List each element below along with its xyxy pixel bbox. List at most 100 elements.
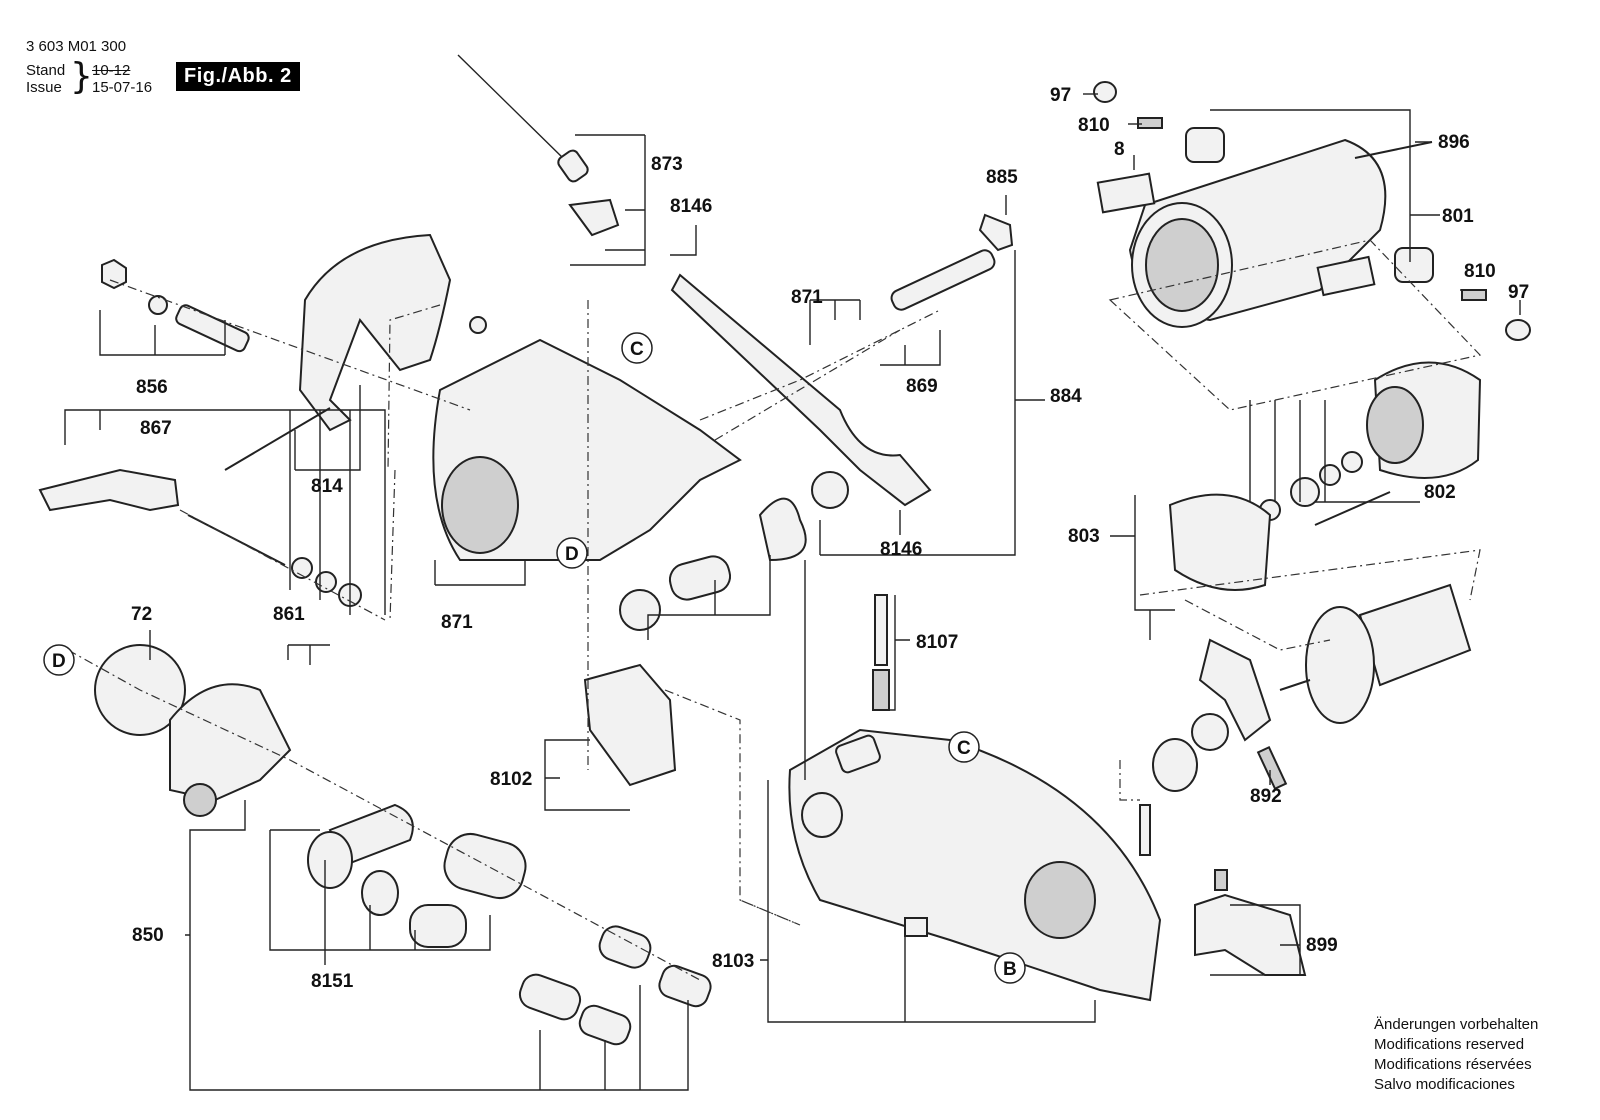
stator-group [1168,361,1482,591]
callout-d-right-text: D [565,544,579,565]
tube-b [518,973,582,1021]
label-850: 850 [132,925,164,946]
pin-856 [175,304,250,353]
label-8107: 8107 [916,632,958,653]
armature-gear [1305,606,1375,724]
washer-8151 [361,870,399,916]
spring-8107 [872,669,890,711]
figure-label: Fig./Abb. 2 [176,62,300,91]
spring-washer-a [619,589,661,631]
washer-c [1341,451,1363,473]
lock-lever [38,468,180,512]
guard-hub [1024,861,1096,939]
armature-shaft [1279,679,1311,691]
callout-c-bottom-text: C [957,738,971,759]
carbon-brush-upper [1137,117,1163,129]
label-869: 869 [906,376,938,397]
callout-c-bottom [948,731,980,763]
callouts: C D D C B [43,332,1026,984]
document-number: 3 603 M01 300 [26,38,127,55]
part-labels: 97 810 8 896 801 810 97 802 803 892 899 … [131,85,1529,992]
label-871-top: 871 [791,287,823,308]
fan-guide [1168,493,1272,591]
note-de: Änderungen vorbehalten [1374,1016,1539,1033]
label-896: 896 [1438,132,1470,153]
bracket-850 [169,683,292,802]
housing-screw [1354,141,1433,159]
arm-bore [441,456,519,554]
label-899: 899 [1306,935,1338,956]
carry-handle [298,233,452,432]
note-fr: Modifications réservées [1374,1056,1532,1073]
label-8102: 8102 [490,769,532,790]
bushing-8151 [409,904,467,948]
issue-value: 15-07-16 [92,79,153,96]
brace-icon: } [70,56,93,97]
label-8146-bottom: 8146 [880,539,922,560]
spindle-lock [1198,638,1272,742]
washer-867a [291,557,313,579]
bevel-block-8102 [583,663,677,787]
label-801: 801 [1442,206,1474,227]
center-lines [67,239,1482,981]
housing-inner [1145,218,1219,312]
label-861: 861 [273,604,305,625]
trigger-spring [1214,869,1228,891]
ring-8151 [307,831,353,889]
label-97-right: 97 [1508,282,1529,303]
washer-867b [315,571,337,593]
brush-holder-lower [1394,247,1434,283]
trigger-lever [1194,893,1307,976]
bearing-b [1191,713,1229,751]
label-867: 867 [140,418,172,439]
handle-nut [469,316,487,334]
label-871-bottom: 871 [441,612,473,633]
cable [457,54,566,161]
blade-guard-group [788,728,1162,1002]
callout-d-left-text: D [52,651,66,672]
label-873: 873 [651,154,683,175]
callout-c-top-text: C [630,339,644,360]
callout-b-text: B [1003,959,1017,980]
spring-sleeve [668,555,732,601]
washer-856 [148,295,168,315]
note-en: Modifications reserved [1374,1036,1525,1053]
label-810-top: 810 [1078,115,1110,136]
label-856: 856 [136,377,168,398]
label-97-top: 97 [1050,85,1071,106]
brush-holder-upper [1185,127,1225,163]
spring-washer-b [811,471,849,509]
label-810-right: 810 [1464,261,1496,282]
brush-cap-upper [1093,81,1117,103]
modification-notes: Änderungen vorbehalten Modifications res… [1374,1015,1538,1095]
cable-connector [557,149,589,183]
motor-housing-group [1093,81,1531,341]
guide-clip [904,917,928,937]
label-892: 892 [1250,786,1282,807]
stator-screw [1314,491,1391,526]
seal-ring [1152,738,1198,792]
bolt-8107 [874,594,888,666]
bracket-bore [183,783,217,817]
label-8: 8 [1114,139,1125,160]
dust-port [835,734,881,774]
label-803: 803 [1068,526,1100,547]
torsion-spring [758,497,807,562]
switch-873 [568,198,620,237]
callout-b [994,952,1026,984]
label-885: 885 [986,167,1018,188]
label-802: 802 [1424,482,1456,503]
pivot-pin [890,249,996,311]
callout-d-left [43,644,75,676]
tube-c [578,1004,632,1046]
tube-d [658,964,712,1008]
clip-885 [978,213,1014,252]
armature-group [1152,583,1472,792]
carbon-brush-lower [1461,289,1487,301]
label-plate [1096,172,1156,214]
issue-label: Issue [26,79,62,96]
label-72: 72 [131,604,152,625]
handle-bolt [224,407,331,471]
stator-bore [1366,386,1424,464]
